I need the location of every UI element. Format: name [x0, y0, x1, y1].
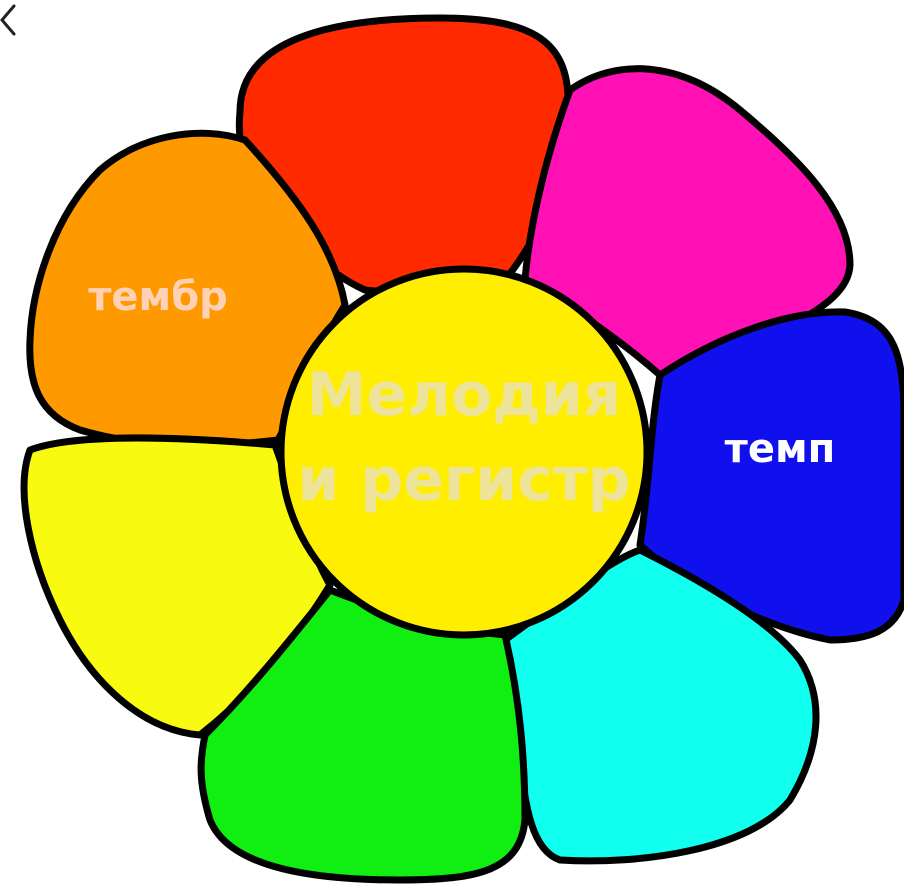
chevron-left-icon[interactable]: [2, 6, 14, 34]
center-label-line1: Мелодия: [307, 360, 622, 430]
label-timbre: тембр: [88, 274, 228, 320]
label-tempo: темп: [725, 426, 836, 472]
center-label-line2: и регистр: [297, 445, 630, 515]
